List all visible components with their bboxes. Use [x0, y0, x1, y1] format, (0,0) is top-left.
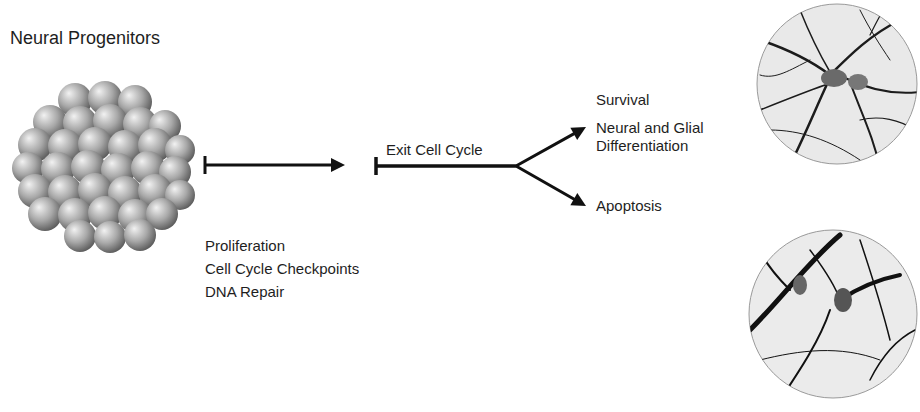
arrow-head [570, 127, 586, 140]
pathway-arrow [376, 166, 577, 201]
stage-label: SurvivalNeural and Glial Differentiation [596, 91, 736, 155]
process-note: Proliferation [205, 237, 285, 255]
arrow-head [331, 158, 345, 172]
pathway-arrow [376, 132, 577, 166]
stage-label: Exit Cell Cycle [348, 141, 516, 175]
process-note: Cell Cycle Checkpoints [205, 260, 359, 278]
pathway-arrow [205, 164, 335, 167]
stage-text: Neural Progenitors [10, 28, 205, 50]
t-bar [204, 156, 207, 174]
cell-cluster: Neural Progenitors [10, 28, 205, 253]
progenitor-cluster [12, 81, 195, 253]
stage-label: Apoptosis [596, 197, 736, 215]
stage-text: Survival [596, 91, 736, 109]
neuron-micrograph [749, 0, 920, 400]
arrow-head [570, 193, 586, 206]
t-bar [375, 157, 378, 175]
process-note: DNA Repair [205, 283, 284, 301]
stage-text: Neural and Glial Differentiation [596, 119, 736, 155]
stage-text: Apoptosis [596, 197, 736, 215]
t-bar [375, 157, 378, 175]
stage-text: Exit Cell Cycle [386, 141, 516, 159]
